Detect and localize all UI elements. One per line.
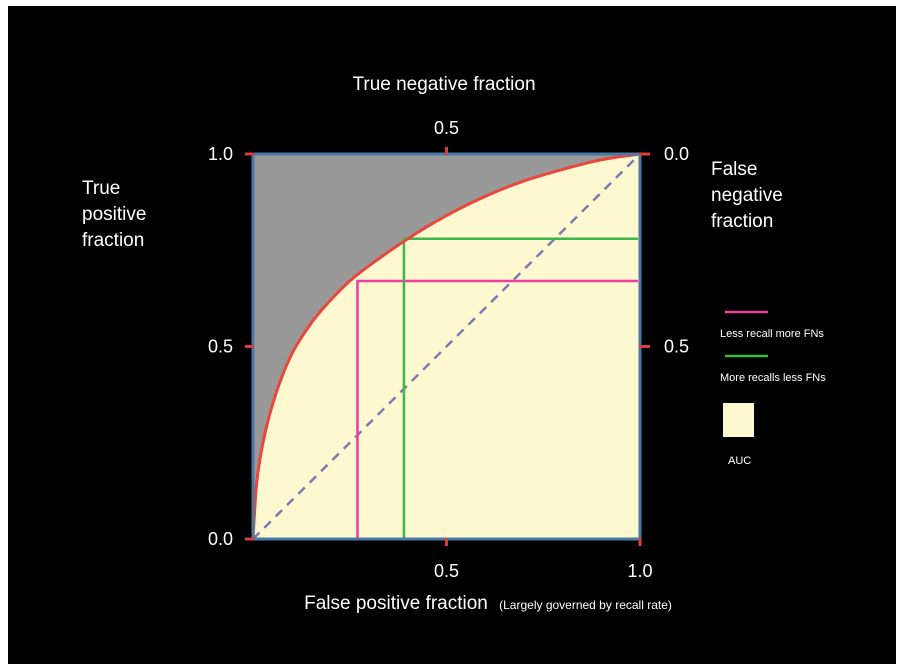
y-axis-label-line-2: positive	[82, 204, 147, 225]
operating-point-line-1	[356, 279, 638, 539]
right-axis-label-line-1: False	[711, 159, 758, 180]
chart-text: True negative fraction False positive fr…	[304, 74, 672, 614]
right-tick-label: 0.0	[664, 144, 689, 164]
right-axis-label-line-2: negative	[711, 185, 783, 206]
legend-label-2: More recalls less FNs	[720, 372, 826, 384]
y-axis-label-line-3: fraction	[82, 230, 145, 251]
chart-frame: True negative fraction False positive fr…	[8, 6, 896, 664]
roc-chart: True negative fraction False positive fr…	[208, 74, 826, 614]
x-axis-label-note: (Largely governed by recall rate)	[499, 598, 672, 612]
y-axis-label: True positive fraction	[82, 176, 146, 254]
y-tick-label: 0.0	[208, 529, 233, 549]
y-axis-label-line-1: True	[82, 178, 121, 199]
right-axis-label-line-3: fraction	[711, 211, 774, 232]
legend-auc-swatch	[723, 403, 754, 437]
y-tick-label: 0.5	[208, 337, 233, 357]
right-axis-label: False negative fraction	[711, 157, 783, 235]
roc-curve	[251, 152, 641, 540]
x-tick-label: 1.0	[627, 561, 652, 581]
plot-area	[245, 147, 650, 546]
x-tick-label: 0.5	[434, 561, 459, 581]
operating-point-line-2	[402, 237, 638, 539]
right-tick-label: 0.5	[664, 337, 689, 357]
legend-auc-label: AUC	[728, 455, 751, 467]
legend-label-1: Less recall more FNs	[720, 328, 824, 340]
top-axis-label: True negative fraction	[352, 74, 535, 95]
top-tick-label: 0.5	[434, 118, 459, 138]
tick-labels: 0.5 1.0 0.0 0.5 1.0 0.5 0.0 0.5	[208, 118, 689, 581]
x-axis-label: False positive fraction (Largely governe…	[304, 593, 672, 614]
x-axis-label-main: False positive fraction	[304, 593, 488, 614]
chance-line	[252, 153, 641, 540]
y-tick-label: 1.0	[208, 144, 233, 164]
